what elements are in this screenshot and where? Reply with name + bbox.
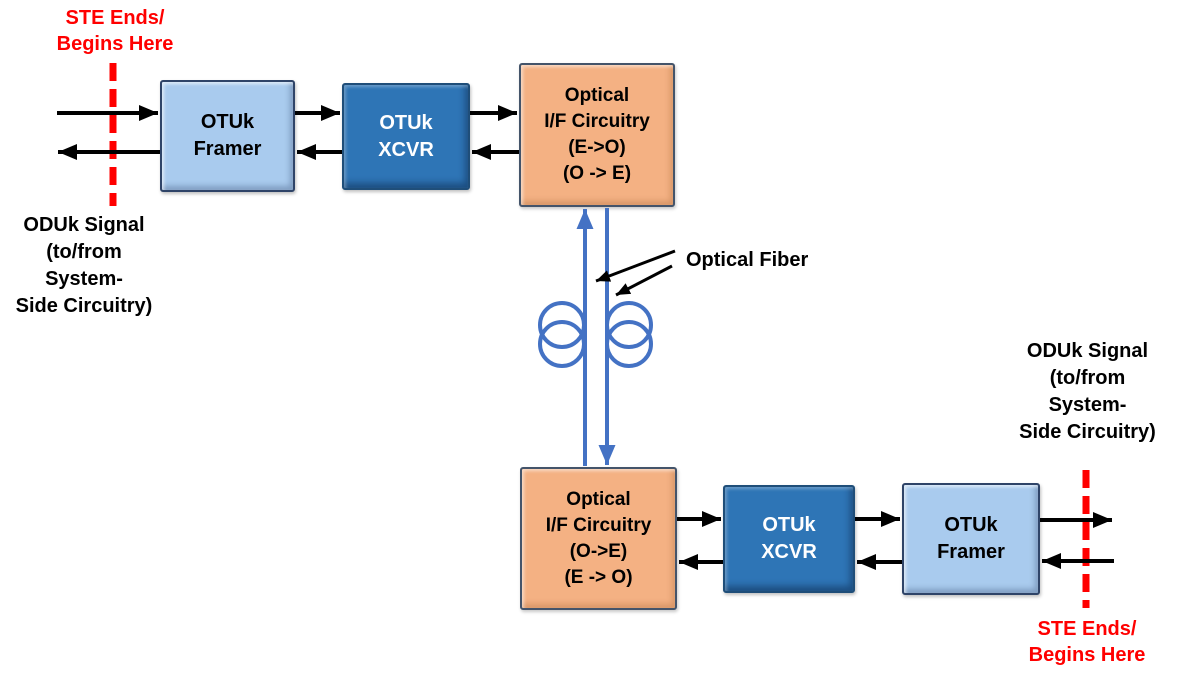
oduk-top-line1: ODUk Signal bbox=[23, 214, 145, 236]
ste-boundary-label-bottom: STE Ends/ Begins Here bbox=[1003, 616, 1171, 668]
optical-if-circuitry-box-top: Optical I/F Circuitry (E->O) (O -> E) bbox=[519, 63, 675, 207]
fiber-coil-icon-left bbox=[538, 301, 586, 368]
optical-top-label-line2: I/F Circuitry bbox=[544, 111, 650, 132]
oduk-top-line3: System- bbox=[45, 268, 123, 290]
pointer-arrow-right-fiber bbox=[615, 264, 673, 297]
fiber-coil-right-loop2 bbox=[605, 320, 653, 368]
fiber-coil-left-loop2 bbox=[538, 320, 586, 368]
otuk-xcvr-top-label-line1: OTUk bbox=[379, 111, 433, 134]
otuk-xcvr-bottom-label-line2: XCVR bbox=[761, 541, 817, 563]
otuk-framer-top-label-line1: OTUk bbox=[200, 111, 255, 133]
ste-bottom-line1: STE Ends/ bbox=[1037, 618, 1137, 640]
ste-top-line2: Begins Here bbox=[56, 33, 174, 55]
optical-bottom-label-line2: I/F Circuitry bbox=[545, 514, 652, 536]
otuk-xcvr-box-top: OTUk XCVR bbox=[342, 83, 470, 190]
fiber-coil-right-loop1 bbox=[605, 301, 653, 349]
fiber-coil-icon-right bbox=[605, 301, 653, 368]
optical-fiber-label: Optical Fiber bbox=[686, 247, 846, 274]
optical-bottom-label-line1: Optical bbox=[566, 488, 631, 510]
otuk-framer-box-bottom: OTUk Framer bbox=[902, 483, 1040, 595]
fiber-coil-left-loop1 bbox=[538, 301, 586, 349]
ste-bottom-line2: Begins Here bbox=[1028, 644, 1146, 666]
oduk-bottom-line4: Side Circuitry) bbox=[1019, 421, 1156, 443]
otuk-framer-box-top: OTUk Framer bbox=[160, 80, 295, 192]
oduk-signal-label-top: ODUk Signal (to/from System- Side Circui… bbox=[0, 212, 168, 320]
oduk-top-line4: Side Circuitry) bbox=[15, 295, 153, 317]
otuk-framer-bottom-label-line2: Framer bbox=[937, 541, 1005, 563]
optical-top-label-line1: Optical bbox=[564, 85, 630, 106]
optical-top-label-line4: (O -> E) bbox=[562, 163, 632, 184]
oduk-signal-label-bottom: ODUk Signal (to/from System- Side Circui… bbox=[1000, 338, 1175, 446]
optical-fiber-pointer-arrows bbox=[595, 249, 676, 297]
ste-boundary-label-top: STE Ends/ Begins Here bbox=[30, 5, 200, 57]
oduk-bottom-line1: ODUk Signal bbox=[1026, 340, 1149, 362]
oduk-bottom-line3: System- bbox=[1048, 394, 1127, 416]
optical-fiber-label-text: Optical Fiber bbox=[686, 249, 809, 271]
otuk-xcvr-top-label-line2: XCVR bbox=[378, 138, 434, 161]
ste-top-line1: STE Ends/ bbox=[65, 7, 165, 29]
otuk-framer-bottom-label-line1: OTUk bbox=[944, 514, 998, 536]
optical-fiber-links bbox=[538, 208, 653, 466]
optical-if-circuitry-box-bottom: Optical I/F Circuitry (O->E) (E -> O) bbox=[520, 467, 677, 610]
oduk-top-line2: (to/from bbox=[46, 241, 122, 263]
optical-bottom-label-line4: (E -> O) bbox=[564, 566, 633, 588]
optical-top-label-line3: (E->O) bbox=[568, 137, 626, 158]
otuk-xcvr-bottom-label-line1: OTUk bbox=[762, 514, 816, 536]
oduk-bottom-line2: (to/from bbox=[1049, 367, 1126, 389]
otuk-xcvr-box-bottom: OTUk XCVR bbox=[723, 485, 855, 593]
pointer-arrow-left-fiber bbox=[595, 249, 676, 283]
otuk-framer-top-label-line2: Framer bbox=[193, 138, 262, 160]
optical-bottom-label-line3: (O->E) bbox=[569, 540, 628, 562]
